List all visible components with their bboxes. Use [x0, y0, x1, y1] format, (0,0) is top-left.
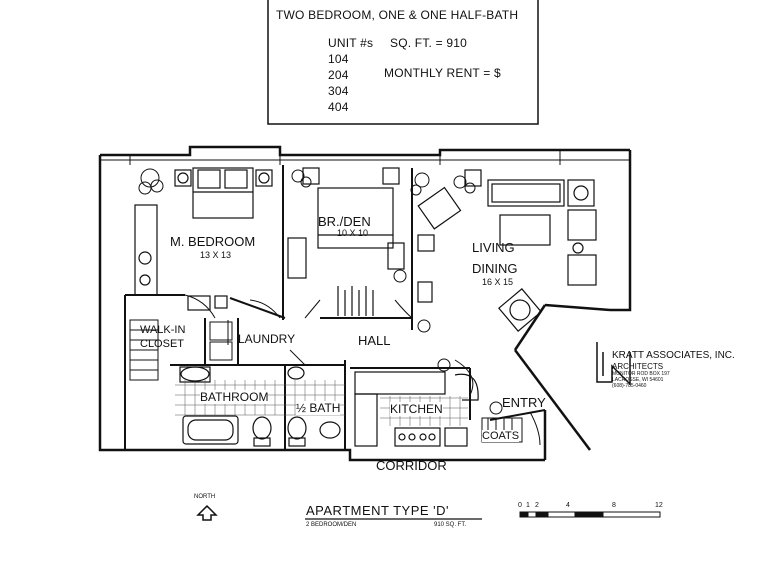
unit-info-box: [267, 0, 539, 125]
architect-address-line: MONITOR ROD BOX 197: [612, 371, 670, 377]
room-label-laundry: LAUNDRY: [238, 332, 296, 346]
room-label-dining: DINING: [472, 261, 518, 276]
room-label-br-den: BR./DEN: [318, 214, 371, 229]
windows: [100, 150, 630, 165]
architect-subtitle: ARCHITECTS: [612, 362, 664, 371]
room-dims-living: 16 X 15: [482, 277, 514, 287]
unit-number: 304: [328, 84, 349, 98]
architect-address-line: (608)-785-0460: [612, 383, 647, 389]
architect-logo: [596, 342, 631, 386]
unit-number: 204: [328, 68, 349, 82]
plan-heading: TWO BEDROOM, ONE & ONE HALF-BATH: [276, 8, 519, 22]
outer-walls: [98, 145, 632, 462]
room-label-living: LIVING: [472, 240, 515, 255]
bath-fixtures: [179, 366, 341, 447]
architect-address-line: LACROSSE, WI 54601: [612, 377, 664, 383]
living-furniture: [417, 169, 597, 332]
scale-tick: 8: [612, 502, 616, 509]
scale-bar: [519, 511, 661, 518]
room-dims-master-bedroom: 13 X 13: [200, 250, 232, 260]
kitchen-cabinets: [354, 371, 479, 447]
room-label-closet: CLOSET: [140, 338, 185, 350]
den-bed: [287, 167, 405, 316]
square-footage: SQ. FT. = 910: [390, 36, 467, 50]
unit-number: 104: [328, 52, 349, 66]
monthly-rent: MONTHLY RENT = $: [384, 66, 501, 80]
caption-subtitle-right: 910 SQ. FT.: [434, 522, 467, 528]
master-dresser: [134, 204, 228, 311]
caption-subtitle-left: 2 BEDROOM/DEN: [306, 522, 357, 528]
north-arrow-icon: [196, 504, 218, 521]
scale-tick: 12: [655, 502, 663, 509]
architect-name: KRATT ASSOCIATES, INC.: [612, 350, 735, 361]
room-dims-br-den: 10 X 10: [337, 228, 369, 238]
scale-tick: 1: [526, 502, 530, 509]
room-label-corridor: CORRIDOR: [376, 458, 447, 473]
room-label-half-bath: ½ BATH: [296, 401, 341, 415]
master-bed: [174, 167, 273, 219]
scale-tick: 2: [535, 502, 539, 509]
scale-tick: 0: [518, 502, 522, 509]
room-label-kitchen: KITCHEN: [390, 402, 443, 416]
room-label-hall: HALL: [358, 333, 391, 348]
room-label-bathroom: BATHROOM: [200, 390, 269, 404]
laundry-units: [209, 321, 233, 361]
unit-number: 404: [328, 100, 349, 114]
scale-tick: 4: [566, 502, 570, 509]
room-label-master-bedroom: M. BEDROOM: [170, 234, 256, 249]
north-label: NORTH: [194, 494, 216, 500]
walk-in-closet-shelving: [129, 319, 159, 381]
room-label-entry: ENTRY: [502, 395, 546, 410]
room-label-walk-in: WALK-IN: [140, 324, 186, 336]
room-label-coats: COATS: [482, 430, 520, 442]
plants: [138, 168, 503, 415]
units-label: UNIT #s: [328, 36, 374, 50]
apartment-type-title: APARTMENT TYPE 'D': [306, 503, 450, 518]
